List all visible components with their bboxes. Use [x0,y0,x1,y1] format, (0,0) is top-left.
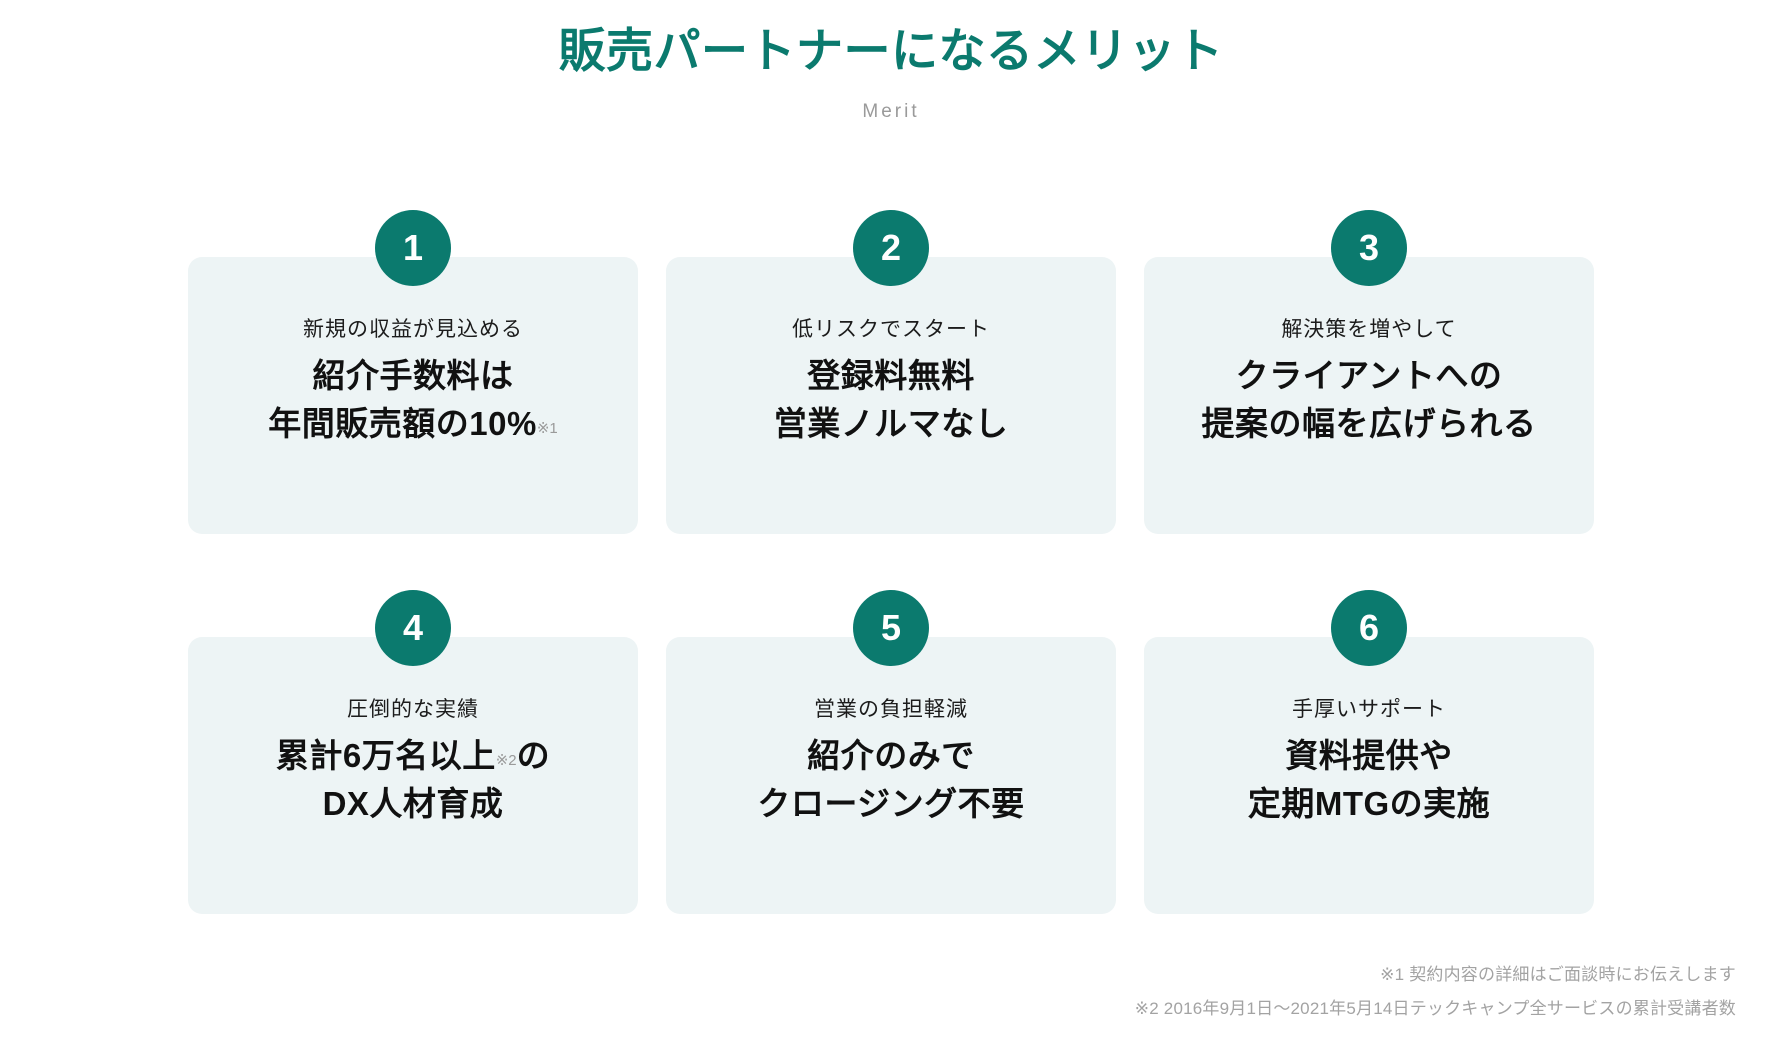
merit-card-1: 1 新規の収益が見込める 紹介手数料は 年間販売額の10%※1 [188,210,638,534]
card-label: 新規の収益が見込める [303,318,523,341]
card-heading-line-1: 資料提供や [1285,737,1453,775]
page-subtitle: Merit [862,100,920,122]
card-panel [188,637,638,914]
footnotes: ※1 契約内容の詳細はご面談時にお伝えします ※2 2016年9月1日〜2021… [1135,958,1736,1026]
card-heading-line-1-text: 累計6万名以上 [275,737,496,775]
card-panel [1144,257,1594,534]
card-heading-line-1: 累計6万名以上※2の [202,732,624,780]
card-heading: クライアントへの 提案の幅を広げられる [1158,352,1580,448]
card-content: 解決策を増やして クライアントへの 提案の幅を広げられる [1144,315,1594,448]
card-heading-line-1: 紹介のみで [807,737,975,775]
card-content: 営業の負担軽減 紹介のみで クロージング不要 [666,695,1116,828]
footnote-1: ※1 契約内容の詳細はご面談時にお伝えします [1380,965,1736,984]
card-number-badge: 5 [853,590,929,666]
card-heading-line-1: 紹介手数料は [312,357,514,395]
card-heading-line-2: クロージング不要 [757,785,1025,823]
merit-card-2: 2 低リスクでスタート 登録料無料 営業ノルマなし [666,210,1116,534]
card-panel [1144,637,1594,914]
card-heading-line-2-text: 年間販売額の10% [268,405,537,443]
card-heading: 紹介手数料は 年間販売額の10%※1 [202,352,624,448]
merit-card-6: 6 手厚いサポート 資料提供や 定期MTGの実施 [1144,590,1594,914]
card-heading-line-1-tail: の [516,737,551,775]
card-heading: 累計6万名以上※2の DX人材育成 [202,732,624,828]
card-label: 圧倒的な実績 [347,698,479,721]
card-heading: 資料提供や 定期MTGの実施 [1158,732,1580,828]
footnote-2: ※2 2016年9月1日〜2021年5月14日テックキャンプ全サービスの累計受講… [1134,999,1736,1018]
card-heading-line-2: 年間販売額の10%※1 [202,400,624,448]
card-heading-line-2: 定期MTGの実施 [1247,785,1491,823]
card-label: 低リスクでスタート [792,318,990,341]
card-content: 手厚いサポート 資料提供や 定期MTGの実施 [1144,695,1594,828]
card-heading-line-2: DX人材育成 [322,785,504,823]
card-label: 営業の負担軽減 [814,698,968,721]
merit-card-5: 5 営業の負担軽減 紹介のみで クロージング不要 [666,590,1116,914]
card-heading-line-2: 営業ノルマなし [773,405,1009,443]
card-label: 手厚いサポート [1292,698,1446,721]
card-content: 低リスクでスタート 登録料無料 営業ノルマなし [666,315,1116,448]
card-heading-line-2: 提案の幅を広げられる [1201,405,1537,443]
card-heading-line-1: クライアントへの [1235,357,1503,395]
card-content: 圧倒的な実績 累計6万名以上※2の DX人材育成 [188,695,638,828]
page-title: 販売パートナーになるメリット [558,24,1224,77]
card-number-badge: 4 [375,590,451,666]
card-label: 解決策を増やして [1281,318,1457,341]
card-panel [666,257,1116,534]
card-content: 新規の収益が見込める 紹介手数料は 年間販売額の10%※1 [188,315,638,448]
merit-card-4: 4 圧倒的な実績 累計6万名以上※2の DX人材育成 [188,590,638,914]
card-footnote-marker: ※1 [536,420,558,438]
card-number-badge: 2 [853,210,929,286]
merit-card-grid: 1 新規の収益が見込める 紹介手数料は 年間販売額の10%※1 2 低リスクでス… [188,210,1594,914]
card-number-badge: 1 [375,210,451,286]
card-panel [188,257,638,534]
card-panel [666,637,1116,914]
merit-card-3: 3 解決策を増やして クライアントへの 提案の幅を広げられる [1144,210,1594,534]
section-header: 販売パートナーになるメリット Merit [0,0,1782,123]
card-number-badge: 6 [1331,590,1407,666]
card-heading: 紹介のみで クロージング不要 [680,732,1102,828]
card-heading-line-1: 登録料無料 [807,357,975,395]
card-footnote-marker: ※2 [495,752,517,770]
card-number-badge: 3 [1331,210,1407,286]
card-heading: 登録料無料 営業ノルマなし [680,352,1102,448]
